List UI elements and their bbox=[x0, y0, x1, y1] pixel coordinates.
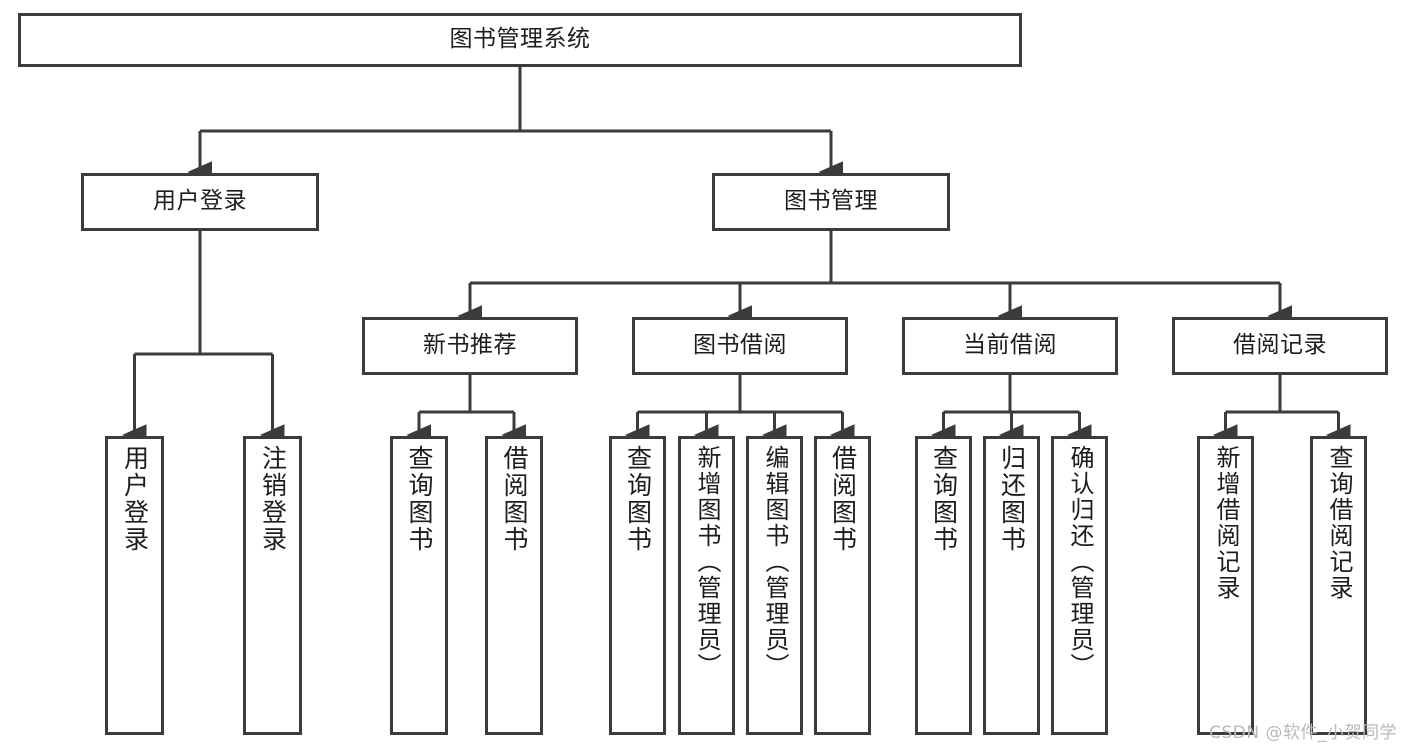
node-label: 借阅图书 bbox=[828, 445, 858, 553]
node-label: 注销登录 bbox=[258, 445, 288, 553]
node-label: 图书借阅 bbox=[693, 332, 787, 359]
node-label: 新书推荐 bbox=[423, 332, 517, 359]
node-label: 图书管理系统 bbox=[449, 26, 591, 53]
node-current[interactable]: 当前借阅 bbox=[902, 317, 1118, 375]
node-newbook[interactable]: 新书推荐 bbox=[362, 317, 578, 375]
node-l4[interactable]: 借阅图书 bbox=[485, 436, 543, 735]
node-label: 查询图书 bbox=[929, 445, 959, 553]
node-label: 查询图书 bbox=[405, 445, 434, 553]
node-label: 确认归还（管理员） bbox=[1065, 445, 1094, 679]
node-label: 查询借阅记录 bbox=[1324, 445, 1353, 601]
node-label: 用户登录 bbox=[153, 188, 247, 215]
node-l9[interactable]: 查询图书 bbox=[915, 436, 972, 735]
node-l6[interactable]: 新增图书（管理员） bbox=[678, 436, 735, 735]
node-label: 新增图书（管理员） bbox=[692, 445, 721, 679]
node-l10[interactable]: 归还图书 bbox=[983, 436, 1040, 735]
node-l12[interactable]: 新增借阅记录 bbox=[1197, 436, 1254, 735]
node-root[interactable]: 图书管理系统 bbox=[18, 13, 1022, 67]
node-label: 编辑图书（管理员） bbox=[760, 445, 789, 679]
node-label: 借阅图书 bbox=[500, 445, 529, 553]
node-l8[interactable]: 借阅图书 bbox=[814, 436, 871, 735]
node-l3[interactable]: 查询图书 bbox=[390, 436, 448, 735]
node-l13[interactable]: 查询借阅记录 bbox=[1310, 436, 1367, 735]
node-label: 图书管理 bbox=[784, 188, 878, 215]
node-bookmgmt[interactable]: 图书管理 bbox=[712, 173, 950, 231]
node-l11[interactable]: 确认归还（管理员） bbox=[1051, 436, 1108, 735]
node-label: 新增借阅记录 bbox=[1211, 445, 1240, 601]
node-label: 借阅记录 bbox=[1233, 332, 1327, 359]
node-borrow[interactable]: 图书借阅 bbox=[632, 317, 848, 375]
node-records[interactable]: 借阅记录 bbox=[1172, 317, 1388, 375]
node-l2[interactable]: 注销登录 bbox=[243, 436, 302, 735]
node-label: 归还图书 bbox=[997, 445, 1027, 553]
node-l1[interactable]: 用户登录 bbox=[105, 436, 164, 735]
node-label: 查询图书 bbox=[623, 445, 653, 553]
watermark: CSDN @软件_小贺同学 bbox=[1209, 723, 1397, 743]
node-l7[interactable]: 编辑图书（管理员） bbox=[746, 436, 803, 735]
node-label: 用户登录 bbox=[120, 445, 150, 553]
node-login[interactable]: 用户登录 bbox=[81, 173, 319, 231]
node-label: 当前借阅 bbox=[963, 332, 1057, 359]
node-l5[interactable]: 查询图书 bbox=[609, 436, 666, 735]
